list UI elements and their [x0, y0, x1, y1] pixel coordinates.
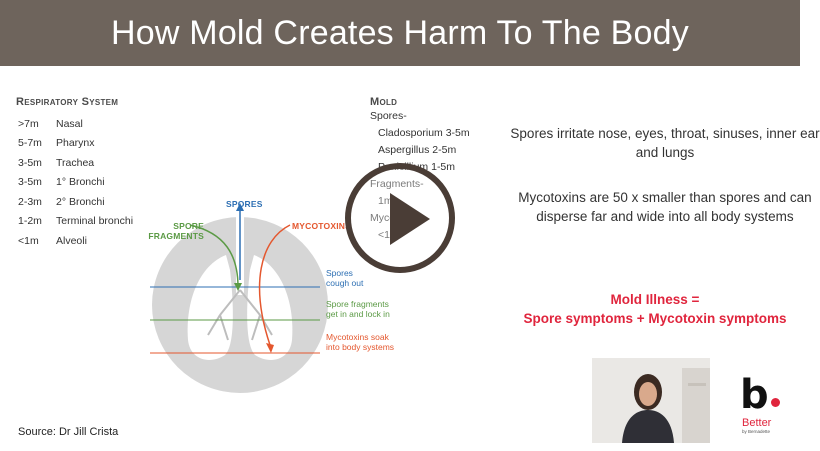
mycotoxins-text: Mycotoxins are 50 x smaller than spores … [518, 190, 812, 224]
airway-part: Terminal bronchi [56, 215, 134, 228]
better-logo: b Better by Bernadette [738, 372, 788, 438]
source-credit: Source: Dr Jill Crista [18, 426, 119, 438]
presenter-video-thumbnail[interactable] [592, 358, 710, 443]
logo-byline: by Bernadette [742, 429, 771, 434]
airway-part: Pharynx [56, 137, 95, 150]
airway-part: Alveoli [56, 234, 87, 247]
logo-letter: b [740, 372, 769, 418]
illness-line-1: Mold Illness = [610, 292, 700, 307]
particle-size: >7m [18, 117, 39, 130]
lung-illustration [150, 203, 328, 393]
mycotoxins-label: MYCOTOXINS [292, 221, 351, 231]
airway-part: 1° Bronchi [56, 176, 105, 189]
particle-size: 2-3m [18, 195, 42, 208]
mold-line: Aspergillus 2-5m [378, 144, 457, 156]
logo-dot [771, 398, 780, 407]
mold-title: Mold [370, 96, 398, 108]
play-icon [390, 193, 430, 245]
spores-irritate-text: Spores irritate nose, eyes, throat, sinu… [510, 126, 820, 160]
particle-size: <1m [18, 234, 39, 247]
respiratory-row: 5-7m Pharynx [16, 134, 226, 154]
respiratory-row: 2-3m 2° Bronchi [16, 192, 226, 212]
mold-line: Spores- [370, 110, 407, 122]
illness-line-2: Spore symptoms + Mycotoxin symptoms [523, 311, 787, 326]
respiratory-system-table: Respiratory System >7m Nasal 5-7m Pharynx 3-… [16, 96, 226, 251]
spores-label: SPORES [226, 199, 263, 209]
spore-fragments-label: SPORE [173, 221, 204, 231]
airway-part: 2° Bronchi [56, 195, 105, 208]
airway-part: Trachea [56, 156, 95, 169]
respiratory-row: 3-5m Trachea [16, 153, 226, 173]
mold-line: Cladosporium 3-5m [378, 127, 470, 139]
particle-size: 3-5m [18, 176, 42, 189]
lung-diagram: SPORES SPORE FRAGMENTS MYCOTOXINS Spores… [148, 195, 410, 410]
play-button[interactable] [345, 163, 455, 273]
slide-title-bar: How Mold Creates Harm To The Body [0, 0, 800, 66]
respiratory-row: >7m Nasal [16, 114, 226, 134]
particle-size: 1-2m [18, 215, 42, 228]
mold-illness-equation: Mold Illness = Spore symptoms + Mycotoxi… [510, 290, 800, 328]
respiratory-row: 1-2m Terminal bronchi [16, 212, 226, 232]
particle-size: 5-7m [18, 137, 42, 150]
airway-part: Nasal [56, 117, 83, 130]
spore-fragments-label-2: FRAGMENTS [148, 231, 204, 241]
respiratory-row: <1m Alveoli [16, 231, 226, 251]
logo-word: Better [742, 417, 772, 429]
respiratory-title: Respiratory System [16, 96, 119, 108]
respiratory-row: 3-5m 1° Bronchi [16, 173, 226, 193]
presenter-image [592, 358, 710, 443]
slide-title: How Mold Creates Harm To The Body [111, 13, 689, 52]
particle-size: 3-5m [18, 156, 42, 169]
